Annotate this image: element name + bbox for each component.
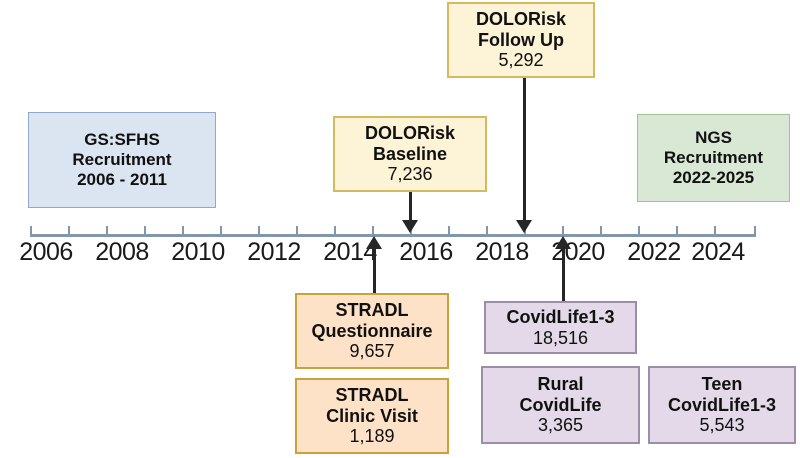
axis-tick-start	[30, 226, 32, 237]
axis-tick-2007	[106, 226, 108, 236]
axis-tick-2020	[600, 226, 602, 236]
event-box-teen-covidlife[interactable]: Teen CovidLife1-3 5,543	[648, 366, 796, 444]
dolorisk-follow-up-line2: Follow Up	[478, 29, 564, 50]
axis-tick-2006	[68, 226, 70, 236]
axis-tick-2014	[372, 226, 374, 236]
axis-label-2012: 2012	[247, 238, 301, 266]
axis-tick-2022	[676, 226, 678, 236]
gs-sfhs-line3: 2006 - 2011	[77, 169, 167, 189]
arrowhead-covidlife	[555, 236, 571, 249]
teen-covidlife-count: 5,543	[699, 415, 745, 436]
ngs-line3: 2022-2025	[672, 167, 755, 187]
axis-tick-2016	[448, 226, 450, 236]
stradl-questionnaire-line2: Questionnaire	[311, 320, 433, 341]
ngs-line1: NGS	[695, 128, 732, 148]
axis-tick-2010	[220, 226, 222, 236]
arrowhead-dolorisk-follow-up	[516, 220, 532, 233]
dolorisk-follow-up-line1: DOLORisk	[475, 8, 567, 29]
dolorisk-follow-up-count: 5,292	[498, 50, 544, 71]
covidlife-count: 18,516	[532, 327, 589, 348]
axis-tick-2009	[182, 226, 184, 236]
stradl-questionnaire-line1: STRADL	[335, 299, 409, 320]
connector-stradl-questionnaire	[373, 248, 376, 294]
timeline-axis-line	[30, 234, 756, 237]
axis-tick-2019	[562, 226, 564, 236]
axis-label-2022: 2022	[627, 238, 681, 266]
event-box-gs-sfhs[interactable]: GS:SFHS Recruitment 2006 - 2011	[28, 112, 216, 208]
gs-sfhs-line1: GS:SFHS	[84, 130, 160, 150]
event-box-ngs-recruitment[interactable]: NGS Recruitment 2022-2025	[637, 114, 790, 202]
rural-covidlife-line1: Rural	[537, 373, 584, 394]
axis-label-2018: 2018	[475, 238, 529, 266]
axis-tick-2021	[638, 226, 640, 236]
stradl-questionnaire-count: 9,657	[349, 341, 395, 362]
event-box-covidlife[interactable]: CovidLife1-3 18,516	[484, 301, 637, 354]
axis-tick-end	[754, 226, 756, 237]
axis-tick-2008	[144, 226, 146, 236]
event-box-stradl-questionnaire[interactable]: STRADL Questionnaire 9,657	[295, 293, 449, 369]
gs-sfhs-line2: Recruitment	[72, 150, 172, 170]
axis-tick-2013	[334, 226, 336, 236]
dolorisk-baseline-line1: DOLORisk	[364, 122, 456, 143]
axis-label-2010: 2010	[171, 238, 225, 266]
axis-label-2008: 2008	[95, 238, 149, 266]
rural-covidlife-line2: CovidLife	[519, 394, 602, 415]
covidlife-line1: CovidLife1-3	[506, 306, 615, 327]
axis-tick-2017	[486, 226, 488, 236]
stradl-clinic-line1: STRADL	[335, 384, 409, 405]
stradl-clinic-line2: Clinic Visit	[326, 405, 418, 426]
teen-covidlife-line2: CovidLife1-3	[667, 394, 777, 415]
axis-label-2016: 2016	[399, 238, 453, 266]
axis-tick-2012	[296, 226, 298, 236]
axis-tick-2011	[258, 226, 260, 236]
event-box-dolorisk-follow-up[interactable]: DOLORisk Follow Up 5,292	[447, 2, 595, 78]
connector-covidlife	[562, 248, 565, 303]
dolorisk-baseline-count: 7,236	[387, 164, 433, 185]
axis-label-2024: 2024	[691, 238, 745, 266]
teen-covidlife-line1: Teen	[701, 373, 743, 394]
event-box-dolorisk-baseline[interactable]: DOLORisk Baseline 7,236	[333, 116, 487, 192]
dolorisk-baseline-line2: Baseline	[372, 143, 448, 164]
stradl-clinic-count: 1,189	[349, 426, 395, 447]
event-box-rural-covidlife[interactable]: Rural CovidLife 3,365	[481, 366, 640, 444]
arrowhead-dolorisk-baseline	[402, 220, 418, 233]
event-box-stradl-clinic-visit[interactable]: STRADL Clinic Visit 1,189	[295, 378, 449, 454]
connector-dolorisk-follow-up	[523, 78, 526, 222]
ngs-line2: Recruitment	[663, 148, 764, 168]
axis-label-2020: 2020	[551, 238, 605, 266]
connector-dolorisk-baseline	[409, 192, 412, 222]
axis-tick-2023	[714, 226, 716, 236]
arrowhead-stradl-questionnaire	[366, 236, 382, 249]
axis-label-2006: 2006	[19, 238, 73, 266]
rural-covidlife-count: 3,365	[537, 415, 584, 436]
